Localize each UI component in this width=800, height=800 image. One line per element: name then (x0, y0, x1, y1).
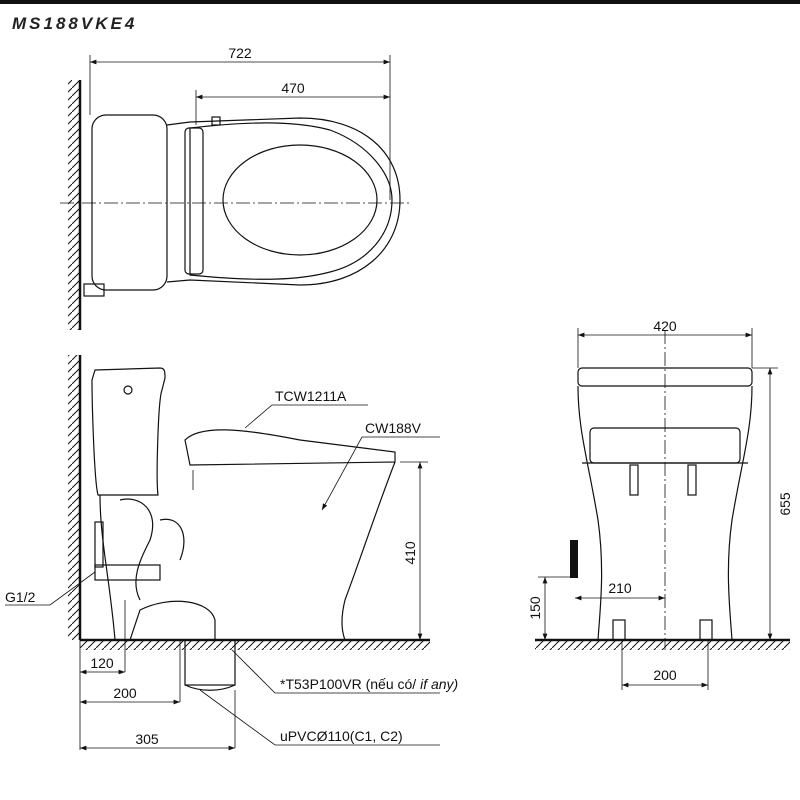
dim-150: 150 (527, 596, 543, 620)
label-g12: G1/2 (5, 589, 36, 605)
bowl-opening (222, 144, 378, 256)
label-upvc-pipe: uPVCØ110(C1, C2) (280, 728, 403, 744)
dim-655: 655 (777, 492, 793, 516)
label-cw188v: CW188V (365, 420, 422, 436)
front-view: 420 655 210 150 200 (527, 318, 793, 690)
dim-410: 410 (402, 541, 418, 565)
label-tcw1211a: TCW1211A (275, 388, 347, 404)
side-view: 410 TCW1211A CW188V G1/2 120 200 305 *T5… (5, 355, 458, 751)
model-title: MS188VKE4 (12, 14, 138, 33)
tank-side (91, 367, 166, 496)
dim-470: 470 (281, 80, 305, 96)
seat-side (184, 429, 396, 466)
dim-120: 120 (90, 655, 114, 671)
dim-722: 722 (228, 45, 252, 61)
dim-200-front: 200 (653, 667, 677, 683)
label-t53p100vr: *T53P100VR (nếu có/ if any) (280, 676, 458, 692)
dim-305: 305 (135, 731, 159, 747)
dim-210: 210 (608, 580, 632, 596)
top-view: 722 470 (60, 45, 410, 330)
top-border (0, 0, 800, 4)
dim-200: 200 (113, 685, 137, 701)
tank-top (91, 114, 168, 291)
dim-420: 420 (653, 318, 677, 334)
